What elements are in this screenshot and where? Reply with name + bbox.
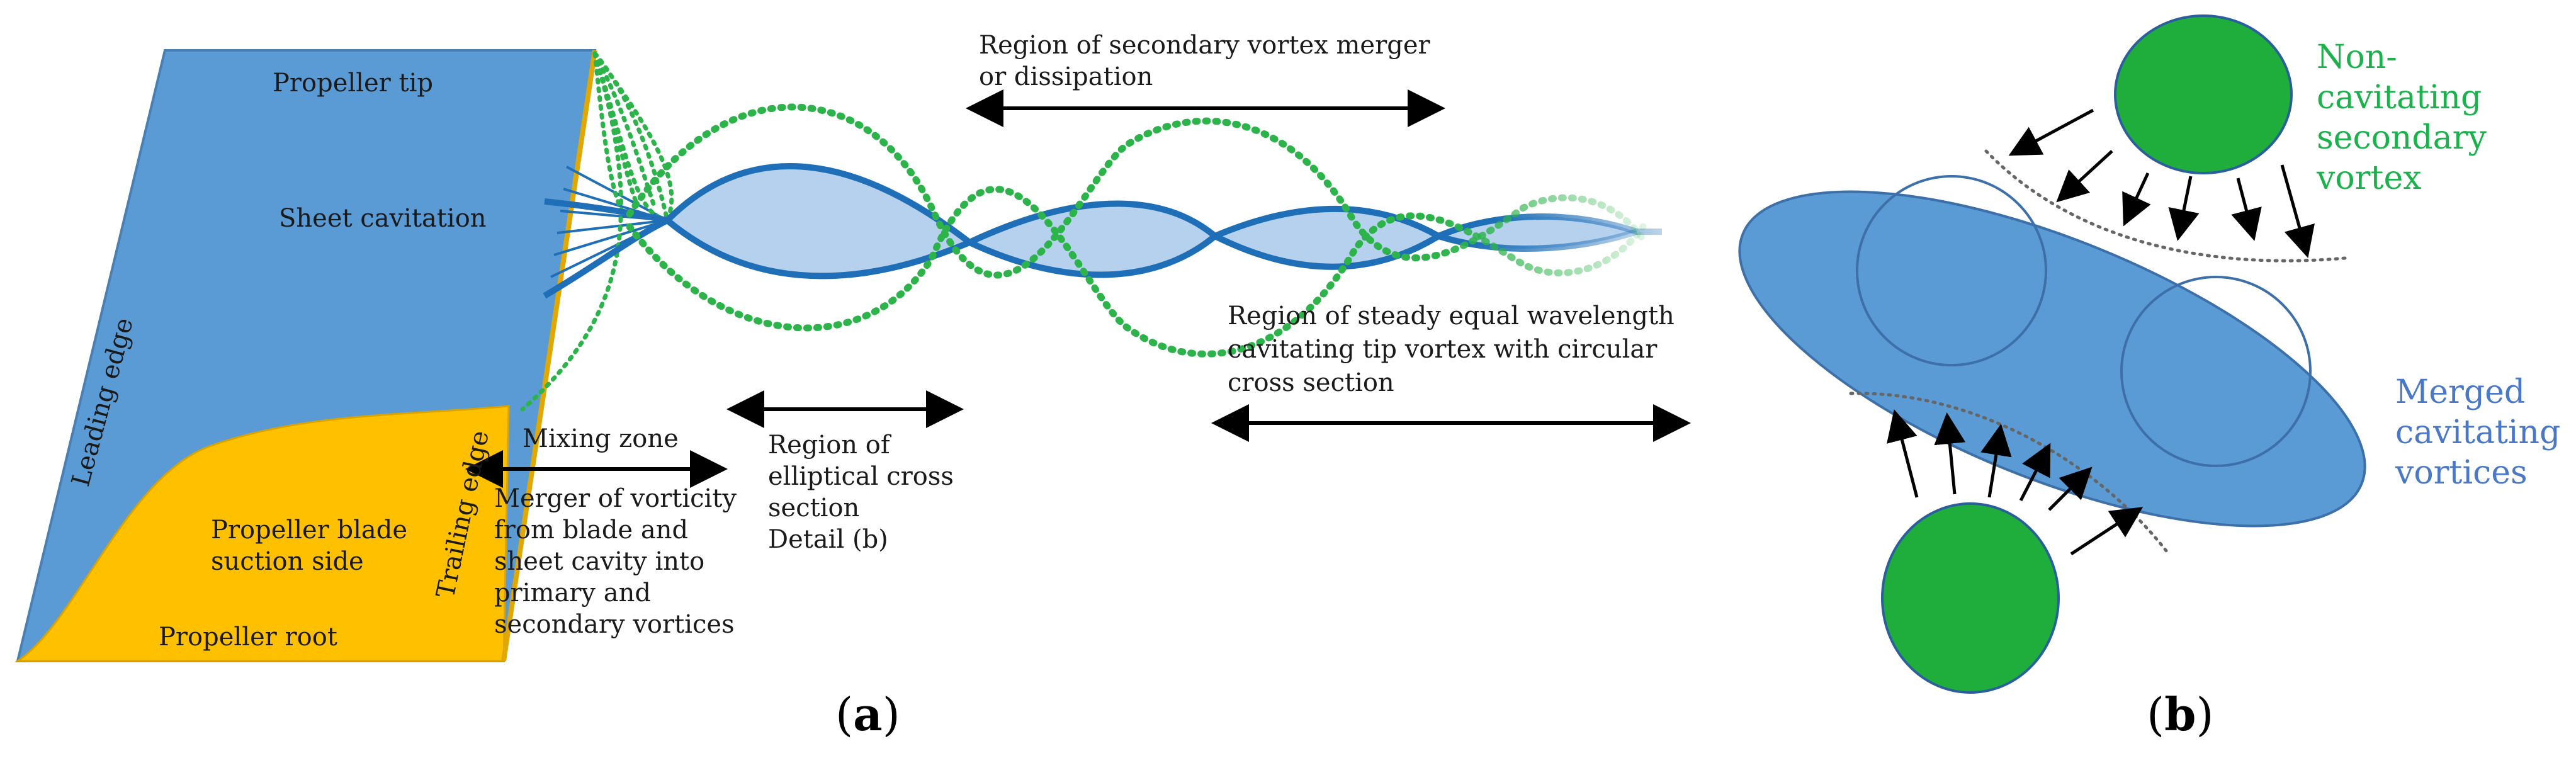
caption-a: (a) [835, 687, 900, 741]
label-non-cavitating-4: vortex [2316, 159, 2422, 197]
label-merger-5: secondary vortices [494, 610, 735, 639]
label-suction-side-1: Propeller blade [211, 516, 407, 545]
secondary-strand-upper [626, 103, 1647, 279]
caption-b: (b) [2147, 687, 2214, 741]
secondary-vortex-top [2114, 14, 2293, 174]
secondary-fan-lines [520, 51, 674, 412]
label-propeller-tip: Propeller tip [273, 69, 433, 98]
merged-core-right [2120, 276, 2312, 467]
label-non-cavitating-2: cavitating [2317, 79, 2482, 116]
merged-core-left [1856, 175, 2047, 366]
boundary-curve-top [1984, 149, 2347, 263]
label-elliptical-2: elliptical cross [768, 462, 954, 491]
label-merger-4: primary and [494, 579, 651, 608]
propeller-blade [14, 49, 597, 662]
label-sheet-cavitation: Sheet cavitation [279, 204, 487, 233]
label-merger-3: sheet cavity into [494, 547, 704, 576]
label-merged-3: vortices [2395, 454, 2528, 492]
label-steady-1: Region of steady equal wavelength [1228, 302, 1675, 331]
label-secondary-merger-1: Region of secondary vortex merger [979, 31, 1431, 60]
vortex-fill [667, 166, 1637, 276]
merged-vortex-ellipse [1738, 190, 2366, 528]
secondary-strand-lower [626, 186, 1647, 358]
label-suction-side-2: suction side [211, 547, 364, 576]
label-elliptical-3: section [768, 494, 859, 523]
label-mixing-zone: Mixing zone [523, 424, 679, 453]
blade-root-region [14, 405, 510, 662]
arrows-bottom [1887, 409, 2144, 556]
label-propeller-root: Propeller root [159, 623, 337, 652]
secondary-vortex-bottom [1881, 502, 2060, 694]
label-steady-2: cavitating tip vortex with circular [1228, 335, 1658, 364]
label-non-cavitating-1: Non- [2317, 38, 2397, 76]
region-arrows [465, 89, 1691, 488]
label-steady-3: cross section [1228, 368, 1394, 397]
label-elliptical-1: Region of [768, 431, 892, 460]
arrows-top [2008, 108, 2315, 258]
label-non-cavitating-3: secondary [2317, 119, 2487, 157]
panel-a: Propeller tip Sheet cavitation Leading e… [14, 31, 1691, 741]
vortex-strand-2 [544, 198, 1662, 280]
label-merged-1: Merged [2395, 373, 2525, 411]
label-merger-2: from blade and [494, 516, 688, 545]
panel-b: Non- cavitating secondary vortex Merged … [1738, 14, 2560, 741]
primary-tip-vortex [543, 163, 1662, 299]
label-elliptical-4: Detail (b) [768, 525, 888, 554]
trailing-edge-line [501, 50, 597, 662]
label-merged-2: cavitating [2395, 414, 2560, 451]
secondary-vortices [626, 103, 1647, 358]
label-merger-1: Merger of vorticity [494, 484, 737, 513]
label-secondary-merger-2: or dissipation [979, 62, 1153, 91]
